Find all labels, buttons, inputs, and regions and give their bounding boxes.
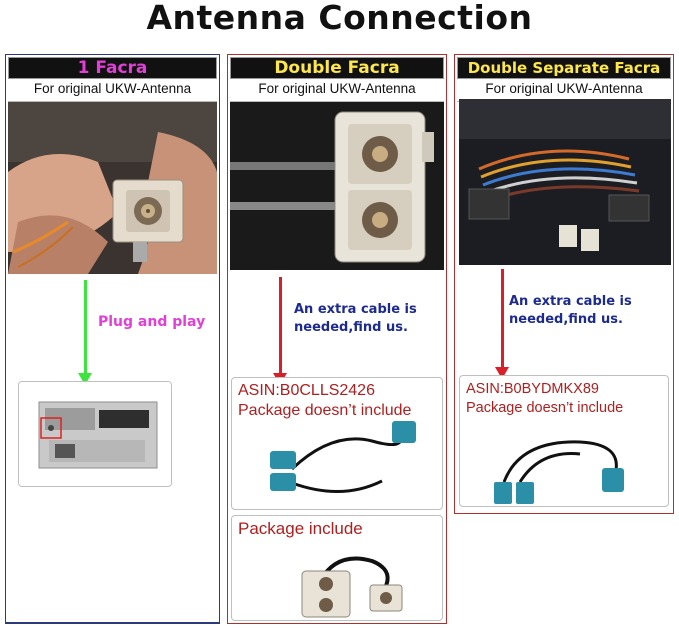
package-adapter-image — [301, 556, 403, 618]
double-separate-facra-photo-image — [459, 99, 671, 265]
extra-cable-note: An extra cable is needed,find us. — [294, 302, 417, 335]
green-arrow-line — [84, 280, 87, 375]
column-1-facra: 1 Facra For original UKW-Antenna Plug an… — [5, 54, 220, 624]
asin-code: ASIN:B0CLLS2426 — [238, 382, 375, 399]
double-facra-cable-image — [270, 421, 416, 493]
asin-code: ASIN:B0BYDMKX89 — [466, 381, 599, 397]
page-title: Antenna Connection — [146, 0, 533, 37]
red-arrow-line — [279, 277, 282, 375]
column-subtitle: For original UKW-Antenna — [457, 79, 671, 102]
package-status-text: Package include — [238, 519, 363, 538]
column-header: 1 Facra — [8, 57, 217, 79]
column-subtitle: For original UKW-Antenna — [230, 79, 444, 102]
red-arrow-line — [501, 269, 504, 369]
connector-photo — [8, 102, 217, 274]
column-double-separate-facra: Double Separate Facra For original UKW-A… — [454, 54, 674, 514]
cable-not-included-box: ASIN:B0CLLS2426 Package doesn’t include — [231, 377, 443, 510]
connector-photo — [230, 102, 444, 270]
package-status-text: Package doesn’t include — [466, 400, 624, 416]
column-subtitle: For original UKW-Antenna — [8, 79, 217, 102]
plug-and-play-note: Plug and play — [98, 314, 206, 330]
radio-unit-box — [18, 381, 172, 487]
connector-photo — [459, 99, 671, 265]
cable-included-box: Package include — [231, 515, 443, 621]
column-header: Double Separate Facra — [457, 57, 671, 79]
column-double-facra: Double Facra For original UKW-Antenna An… — [227, 54, 447, 624]
single-facra-photo-image — [8, 102, 217, 274]
double-facra-photo-image — [230, 102, 444, 270]
cable-not-included-box: ASIN:B0BYDMKX89 Package doesn’t include — [459, 375, 669, 507]
package-status-text: Package doesn’t include — [238, 402, 412, 419]
separate-facra-cable-image — [494, 440, 624, 504]
extra-cable-note: An extra cable is needed,find us. — [509, 294, 632, 327]
radio-unit-image — [19, 382, 171, 486]
column-header: Double Facra — [230, 57, 444, 79]
